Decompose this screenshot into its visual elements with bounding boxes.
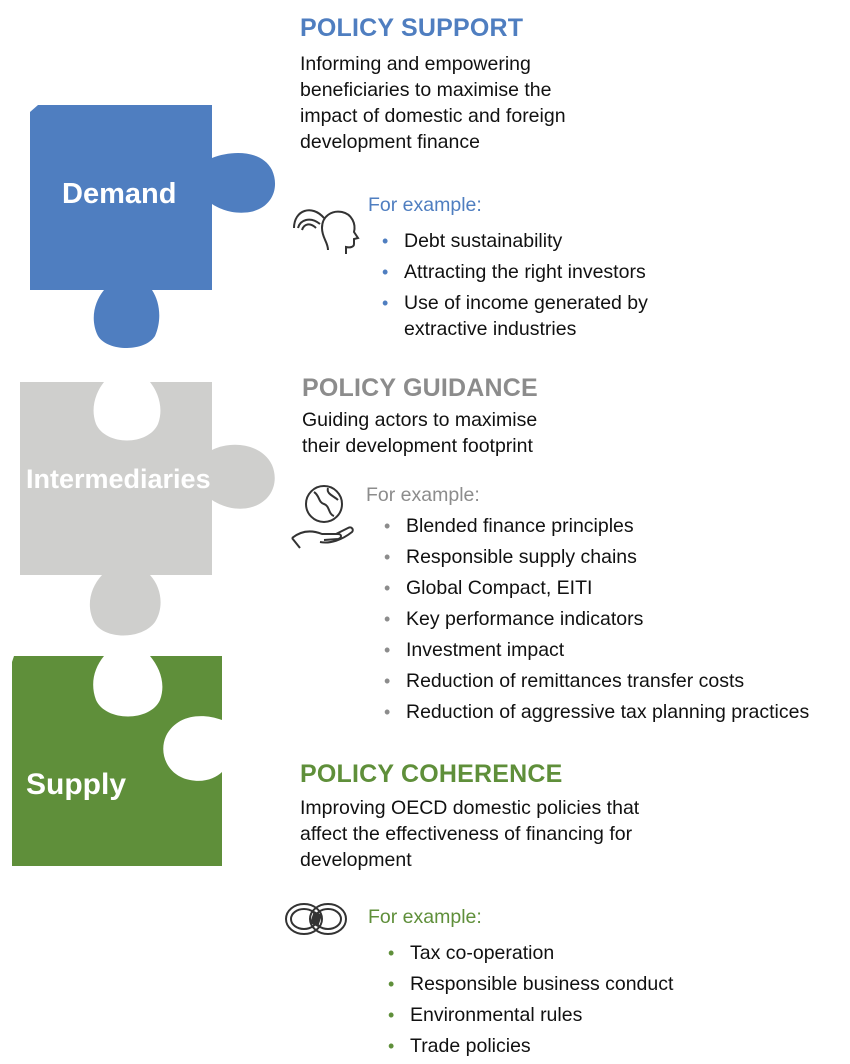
head-signal-icon bbox=[293, 209, 360, 254]
policy-guidance-title: POLICY GUIDANCE bbox=[302, 374, 538, 402]
list-item: •Investment impact bbox=[384, 639, 565, 661]
policy-coherence-description: Improving OECD domestic policies that af… bbox=[300, 797, 640, 871]
policy-guidance-description: Guiding actors to maximise their develop… bbox=[302, 409, 538, 457]
coherence-example-list: •Tax co-operation •Responsible business … bbox=[384, 940, 764, 1064]
interlocked-rings-icon bbox=[285, 903, 347, 935]
support-example-list: •Debt sustainability •Attracting the rig… bbox=[378, 228, 708, 347]
policy-coherence-title: POLICY COHERENCE bbox=[300, 760, 563, 788]
support-example-label: For example: bbox=[368, 194, 482, 216]
policy-support-title: POLICY SUPPORT bbox=[300, 14, 524, 42]
list-item: •Responsible supply chains bbox=[384, 546, 637, 568]
list-item: •Use of income generated by bbox=[382, 292, 648, 314]
list-item: •Attracting the right investors bbox=[382, 261, 646, 283]
list-item: •Environmental rules bbox=[388, 1004, 583, 1026]
list-item: •Blended finance principles bbox=[384, 515, 634, 537]
policy-support-section: POLICY SUPPORT Informing and empowering … bbox=[300, 14, 630, 155]
list-item: •Tax co-operation bbox=[388, 942, 555, 964]
intermediaries-label: Intermediaries bbox=[26, 464, 211, 494]
list-item: •Responsible business conduct bbox=[388, 973, 674, 995]
guidance-example-list: •Blended finance principles •Responsible… bbox=[380, 513, 850, 730]
list-item: •Key performance indicators bbox=[384, 608, 644, 630]
policy-support-description: Informing and empowering beneficiaries t… bbox=[300, 53, 566, 153]
policy-guidance-section: POLICY GUIDANCE Guiding actors to maximi… bbox=[302, 374, 632, 459]
supply-puzzle-piece bbox=[12, 656, 222, 866]
demand-label: Demand bbox=[62, 178, 177, 210]
list-item: •Debt sustainability bbox=[382, 230, 563, 252]
list-item: •Reduction of remittances transfer costs bbox=[384, 670, 745, 692]
guidance-example-label: For example: bbox=[366, 484, 480, 506]
policy-coherence-section: POLICY COHERENCE Improving OECD domestic… bbox=[300, 760, 700, 873]
list-item: •Global Compact, EITI bbox=[384, 577, 593, 599]
globe-in-hand-icon bbox=[291, 485, 354, 549]
list-item: •Trade policies bbox=[388, 1035, 531, 1057]
list-item-continuation: extractive industries bbox=[404, 318, 577, 340]
list-item: •Reduction of aggressive tax planning pr… bbox=[384, 701, 810, 723]
coherence-example-label: For example: bbox=[368, 906, 482, 928]
supply-label: Supply bbox=[26, 768, 127, 801]
intermediaries-puzzle-piece bbox=[20, 382, 275, 636]
demand-puzzle-piece bbox=[30, 105, 276, 348]
